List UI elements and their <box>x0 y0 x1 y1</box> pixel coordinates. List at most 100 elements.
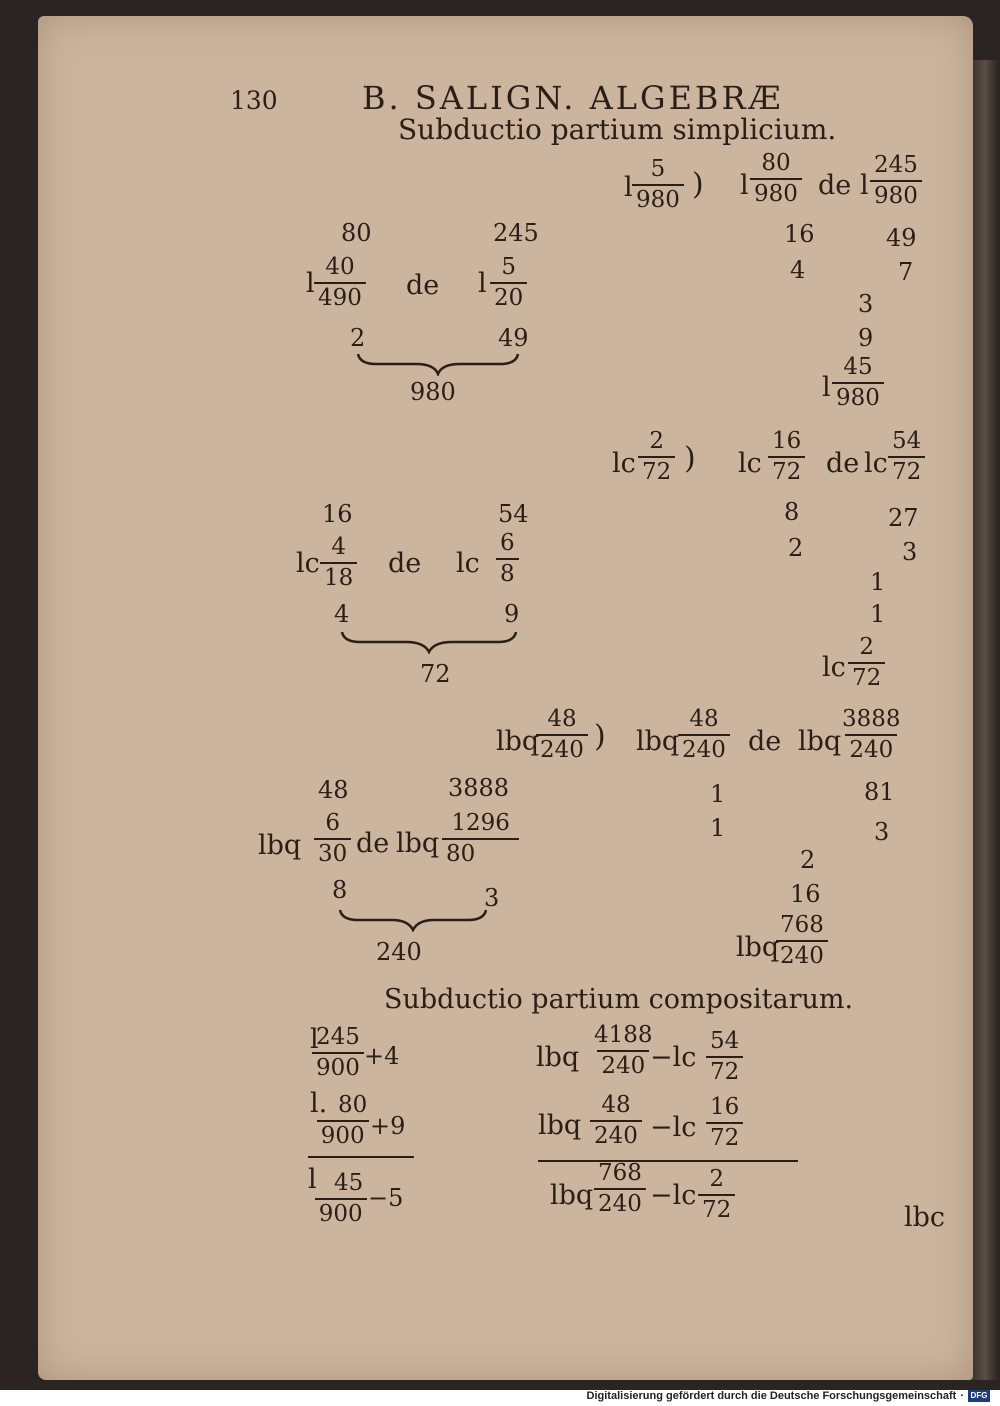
block2-bottom-right: 9 <box>504 600 520 628</box>
compound-right-row1-b-prefix: −lc <box>650 1042 697 1073</box>
block1-eq-de: de <box>818 170 852 201</box>
block2-eq-de: de <box>826 448 860 479</box>
compound-left-row2-prefix: l. <box>310 1088 328 1119</box>
block2-left-fraction: 4 18 <box>320 536 358 590</box>
block1-final-fraction: 45 980 <box>832 356 884 410</box>
compound-left-row2-tail: +9 <box>370 1112 406 1140</box>
block3-col1-a: 1 <box>710 780 726 808</box>
block3-brace <box>338 909 488 932</box>
block1-left-fraction: 40 490 <box>314 256 366 310</box>
block3-right-fraction: 1296 80 <box>442 812 520 866</box>
block1-col1-b: 4 <box>790 256 806 284</box>
block2-de: de <box>388 548 422 579</box>
block3-col1-b: 1 <box>710 814 726 842</box>
block1-bottom-right: 49 <box>498 324 529 352</box>
block1-result-prefix: l <box>624 172 633 203</box>
block1-col2-d: 9 <box>858 324 874 352</box>
block2-final-prefix: lc <box>822 652 846 683</box>
block3-result-fraction: 48 240 <box>536 708 588 762</box>
block2-paren: ) <box>684 441 696 476</box>
block3-left-prefix: lbq <box>258 830 302 861</box>
block2-col1-b: 2 <box>788 534 804 562</box>
running-title: B. SALIGN. ALGEBRÆ <box>362 79 784 117</box>
block2-right-prefix: lc <box>456 548 480 579</box>
block1-top-left: 80 <box>341 219 372 247</box>
block3-final-fraction: 768 240 <box>776 914 828 968</box>
block1-right-prefix: l <box>478 268 487 299</box>
block3-col2-b: 3 <box>874 818 890 846</box>
block2-eq-right-prefix: lc <box>864 448 888 479</box>
block3-bottom-right: 3 <box>484 884 500 912</box>
footer-separator: · <box>960 1390 964 1402</box>
page-number: 130 <box>230 86 278 115</box>
block3-right-prefix: lbq <box>396 828 440 859</box>
block1-top-right: 245 <box>493 219 539 247</box>
book-page: 130 B. SALIGN. ALGEBRÆ Subductio partium… <box>38 16 973 1380</box>
block2-bottom-left: 4 <box>334 600 350 628</box>
block3-top-left: 48 <box>318 776 349 804</box>
block1-eq-right-fraction: 245 980 <box>870 154 922 208</box>
compound-right-row1-a-fraction: 4188 240 <box>594 1022 653 1079</box>
compound-right-row1-b-fraction: 54 72 <box>706 1030 744 1084</box>
compound-left-row2-fraction: 80 900 <box>314 1094 371 1148</box>
block2-col1-a: 8 <box>784 498 800 526</box>
block2-col2-d: 1 <box>870 600 886 628</box>
block3-col3-a: 2 <box>800 846 816 874</box>
section-title-simple: Subductio partium simplicium. <box>398 113 837 146</box>
block3-bottom-left: 8 <box>332 876 348 904</box>
block2-result-fraction: 2 72 <box>638 430 676 484</box>
block1-de: de <box>406 270 440 301</box>
block2-left-prefix: lc <box>296 548 320 579</box>
compound-left-sum-rule <box>308 1156 414 1158</box>
block3-col2-a: 81 <box>864 778 895 806</box>
block1-right-fraction: 5 20 <box>490 256 528 310</box>
block2-eq-left-fraction: 16 72 <box>768 430 806 484</box>
compound-left-row1-tail: +4 <box>364 1042 400 1070</box>
block1-eq-left-prefix: l <box>740 170 749 201</box>
block3-top-right: 3888 <box>448 774 510 802</box>
block1-col2-c: 3 <box>858 290 874 318</box>
compound-left-row3-fraction: 45 900 <box>314 1172 367 1226</box>
block3-brace-result: 240 <box>376 938 422 966</box>
block2-col2-b: 3 <box>902 538 918 566</box>
block1-eq-left-fraction: 80 980 <box>750 152 802 206</box>
block3-eq-right-fraction: 3888 240 <box>842 706 901 763</box>
block1-result-fraction: 5 980 <box>632 158 684 212</box>
dfg-logo-icon[interactable]: DFG <box>968 1390 990 1402</box>
block2-col2-c: 1 <box>870 568 886 596</box>
block2-result-prefix: lc <box>612 448 636 479</box>
block1-paren: ) <box>692 167 704 202</box>
block1-brace-result: 980 <box>410 378 456 406</box>
block3-result-prefix: lbq <box>496 726 540 757</box>
compound-right-row3-b-fraction: 2 72 <box>698 1168 736 1222</box>
block3-paren: ) <box>594 719 606 754</box>
block3-eq-right-prefix: lbq <box>798 726 842 757</box>
block1-final-prefix: l <box>822 372 831 403</box>
compound-right-row2-a-prefix: lbq <box>538 1110 582 1141</box>
compound-right-row3-a-fraction: 768 240 <box>594 1162 646 1216</box>
book-spine <box>972 60 998 1380</box>
compound-left-row3-prefix: l <box>308 1164 317 1195</box>
block1-col2-a: 49 <box>886 224 917 252</box>
compound-left-row1-prefix: l <box>310 1024 319 1055</box>
compound-left-row1-fraction: 245 900 <box>312 1026 364 1080</box>
block3-eq-de: de <box>748 726 782 757</box>
block2-top-left: 16 <box>322 500 353 528</box>
compound-right-row2-b-fraction: 16 72 <box>706 1096 744 1150</box>
catchword: lbc <box>904 1202 946 1233</box>
block1-left-prefix: l <box>306 268 315 299</box>
compound-left-row3-tail: −5 <box>368 1184 404 1212</box>
section-title-compound: Subductio partium compositarum. <box>384 984 854 1015</box>
block2-eq-left-prefix: lc <box>738 448 762 479</box>
block3-eq-left-fraction: 48 240 <box>678 708 730 762</box>
block1-eq-right-prefix: l <box>860 170 869 201</box>
block2-col2-a: 27 <box>888 504 919 532</box>
block3-left-fraction: 6 30 <box>314 812 352 866</box>
block1-brace <box>356 353 520 376</box>
block2-final-fraction: 2 72 <box>848 636 886 690</box>
block2-top-right: 54 <box>498 500 529 528</box>
compound-right-row1-a-prefix: lbq <box>536 1042 580 1073</box>
block1-bottom-left: 2 <box>350 324 366 352</box>
block1-col2-b: 7 <box>898 258 914 286</box>
block1-col1-a: 16 <box>784 220 815 248</box>
